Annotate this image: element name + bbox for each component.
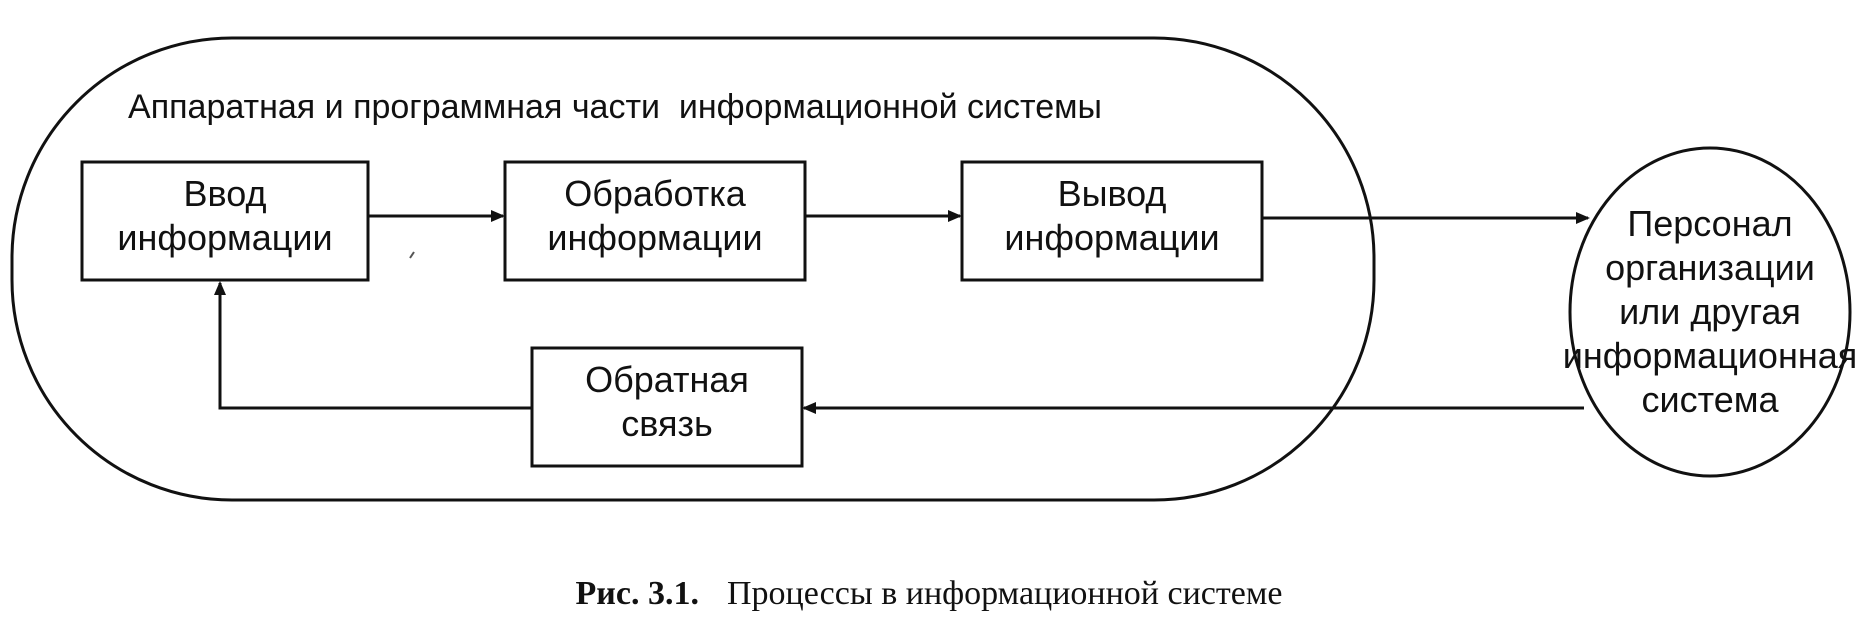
personnel-line1: Персонал: [1627, 203, 1792, 244]
processing-box-line2: информации: [547, 217, 762, 258]
input-box-line1: Ввод: [184, 173, 267, 214]
figure-number: Рис. 3.1.: [575, 575, 699, 612]
feedback-box-line1: Обратная: [585, 359, 749, 400]
system-container: [10, 36, 1376, 502]
processing-box: Обработка информации: [503, 160, 807, 282]
figure-caption-text: Процессы в информационной системе: [726, 575, 1283, 612]
scan-mark: [409, 251, 415, 259]
process-diagram: Аппаратная и программная части информаци…: [10, 36, 1857, 502]
output-box: Вывод информации: [960, 160, 1264, 282]
input-box-line2: информации: [117, 217, 332, 258]
arrow-feedback-to-input: [214, 281, 532, 410]
personnel-line5: система: [1642, 379, 1780, 420]
figure-caption: Рис. 3.1. Процессы в информационной систе…: [0, 575, 1858, 613]
personnel-line2: организации: [1605, 247, 1815, 288]
output-box-line1: Вывод: [1058, 173, 1167, 214]
personnel-node: Персонал организации или другая информац…: [1563, 146, 1857, 478]
personnel-line4: информационная: [1563, 335, 1857, 376]
container-title: Аппаратная и программная части информаци…: [128, 88, 1102, 126]
feedback-box: Обратная связь: [530, 346, 804, 468]
personnel-line3: или другая: [1619, 291, 1801, 332]
output-box-line2: информации: [1004, 217, 1219, 258]
processing-box-line1: Обработка: [564, 173, 747, 214]
feedback-box-line2: связь: [621, 403, 712, 444]
input-box: Ввод информации: [80, 160, 370, 282]
